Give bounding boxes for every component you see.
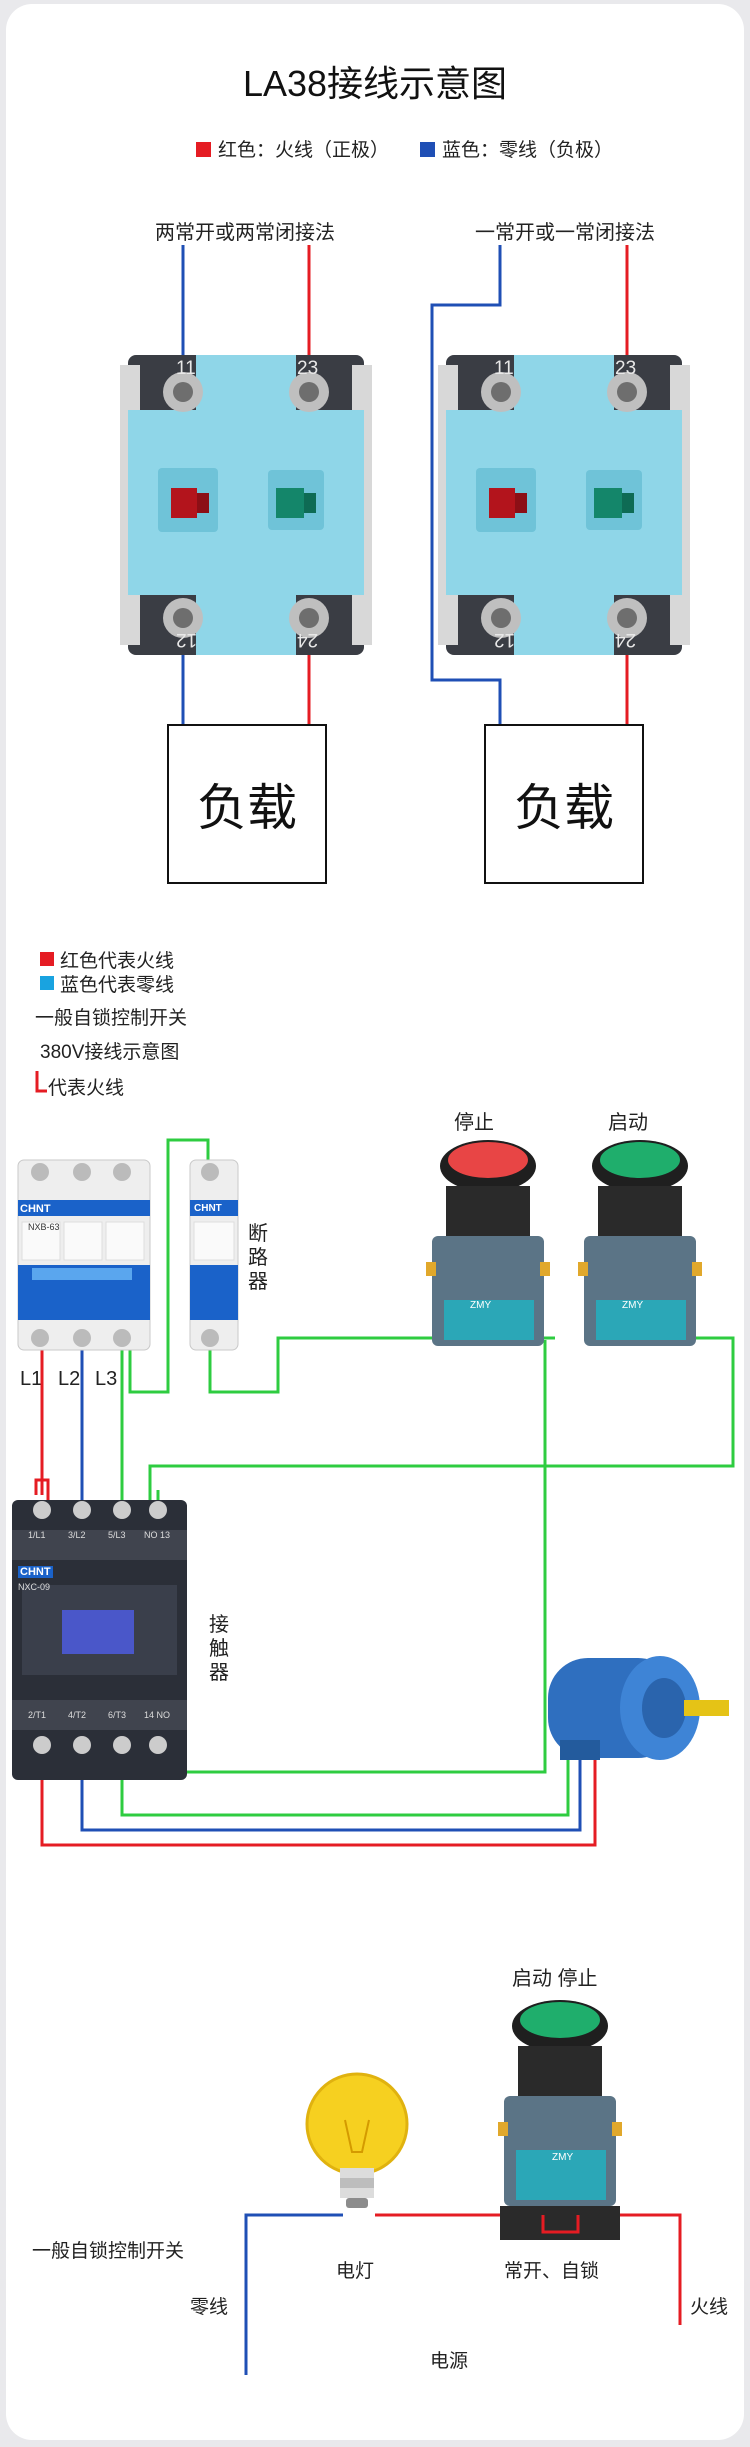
contactor-terminal-top-4: NO 13 xyxy=(144,1530,171,1540)
contactor-terminal-bottom-3: 6/T3 xyxy=(108,1710,127,1720)
single-breaker-brand: CHNT xyxy=(194,1203,222,1214)
legend-blue-label: 蓝色：零线（负极） xyxy=(442,140,614,161)
start-stop-label: 启动 停止 xyxy=(512,1968,598,1990)
contactor-terminal-bottom-4: 14 NO xyxy=(144,1710,171,1720)
terminal-11-right: 11 xyxy=(494,358,514,379)
contact-block-diagram xyxy=(120,245,690,724)
diagram-380v-note: 380V接线示意图 xyxy=(40,1042,180,1063)
contactor-label: 接触器 xyxy=(209,1614,229,1684)
contactor-terminal-top-2: 3/L2 xyxy=(68,1530,86,1540)
load-box-left: 负载 xyxy=(167,724,327,884)
lamp-label: 电灯 xyxy=(336,2261,375,2282)
three-pole-breaker xyxy=(17,1159,151,1351)
motor xyxy=(548,1656,729,1760)
live-wire-note: 代表火线 xyxy=(48,1078,125,1099)
right-wiring-label: 一常开或一常闭接法 xyxy=(475,222,655,244)
self-lock-button xyxy=(498,2000,622,2240)
contactor xyxy=(12,1500,187,1780)
breaker-model: NXB-63 xyxy=(28,1222,60,1232)
stop-button xyxy=(426,1140,550,1346)
phase-label-l3: L3 xyxy=(95,1368,118,1390)
phase-label-l1: L1 xyxy=(20,1368,43,1390)
terminal-11-left: 11 xyxy=(176,358,196,379)
contactor-brand: CHNT xyxy=(18,1566,53,1578)
legend2-blue-swatch xyxy=(40,976,54,990)
legend2-red-swatch xyxy=(40,952,54,966)
light-bulb xyxy=(305,2072,409,2208)
stop-button-brand: ZMY xyxy=(470,1300,492,1311)
breaker-label: 断路器 xyxy=(248,1223,268,1293)
single-pole-breaker xyxy=(189,1159,239,1351)
self-lock-switch-note: 一般自锁控制开关 xyxy=(35,1008,188,1029)
legend2-red-label: 红色代表火线 xyxy=(60,951,175,972)
power-source-label: 电源 xyxy=(430,2351,469,2372)
start-button xyxy=(578,1140,702,1346)
neutral-label: 零线 xyxy=(190,2297,229,2318)
phase-label-l2: L2 xyxy=(58,1368,81,1390)
stop-label: 停止 xyxy=(454,1112,494,1134)
start-label: 启动 xyxy=(608,1112,648,1134)
contact-block-right xyxy=(438,355,690,655)
left-wiring-label: 两常开或两常闭接法 xyxy=(155,222,335,244)
contactor-terminal-bottom-2: 4/T2 xyxy=(68,1710,87,1720)
contactor-model: NXC-09 xyxy=(18,1582,51,1592)
legend2-blue-label: 蓝色代表零线 xyxy=(60,975,175,996)
breaker-brand: CHNT xyxy=(20,1203,51,1215)
start-button-brand: ZMY xyxy=(622,1300,644,1311)
contactor-terminal-top-3: 5/L3 xyxy=(108,1530,126,1540)
contact-block-left xyxy=(120,355,372,655)
legend-red-swatch xyxy=(196,142,211,157)
load-box-right: 负载 xyxy=(484,724,644,884)
contactor-terminal-bottom-1: 2/T1 xyxy=(28,1710,47,1720)
page-title: LA38接线示意图 xyxy=(242,63,508,104)
switch-mode-label: 常开、自锁 xyxy=(504,2261,600,2282)
live-label: 火线 xyxy=(690,2297,729,2318)
legend-red-label: 红色：火线（正极） xyxy=(218,140,390,161)
terminal-23-right: 23 xyxy=(615,358,637,379)
contactor-terminal-top-1: 1/L1 xyxy=(28,1530,46,1540)
legend-blue-swatch xyxy=(420,142,435,157)
lamp-switch-note: 一般自锁控制开关 xyxy=(32,2241,185,2262)
lamp-button-brand: ZMY xyxy=(552,2152,574,2163)
terminal-23-left: 23 xyxy=(297,358,319,379)
